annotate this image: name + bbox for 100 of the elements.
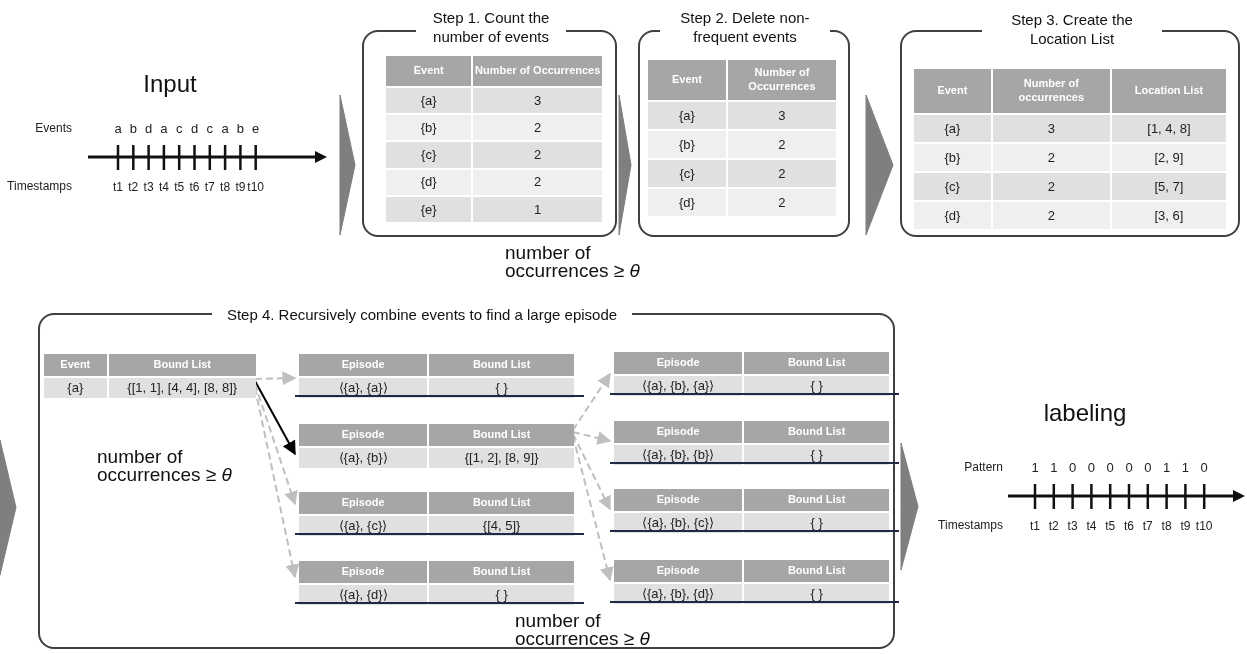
timeline-label: 0 xyxy=(1086,459,1096,477)
timeline-label: t5 xyxy=(173,179,186,196)
table-cell: ⟨{a}, {b}, {a}⟩ xyxy=(614,376,743,396)
header-cell: Bound List xyxy=(744,421,889,443)
arrow xyxy=(254,380,296,456)
header-cell: Location List xyxy=(1111,69,1226,113)
timeline-label: t1 xyxy=(112,179,124,196)
table-cell: {[4, 5]} xyxy=(429,516,574,536)
table-cell: { } xyxy=(744,376,889,396)
timeline-label: t4 xyxy=(1085,518,1098,535)
timeline-label: t7 xyxy=(1141,518,1154,535)
timeline-label: d xyxy=(143,120,154,138)
timeline-label: t10 xyxy=(246,179,266,196)
table-cell: 2 xyxy=(473,142,602,168)
table-cell: 1 xyxy=(473,196,602,222)
table-cell: 3 xyxy=(992,115,1110,142)
header-cell: Bound List xyxy=(429,492,574,514)
chevron-arrow xyxy=(865,94,894,236)
table-cell: 2 xyxy=(992,144,1110,171)
timeline-label: t6 xyxy=(188,179,201,196)
table-cell: ⟨{a}, {b}, {d}⟩ xyxy=(614,584,743,604)
table-cell: {b} xyxy=(648,131,726,158)
table-cell: 3 xyxy=(473,88,602,114)
timeline-label: 0 xyxy=(1124,459,1134,477)
timeline-label: c xyxy=(205,120,215,138)
header-cell: Number of Occurrences xyxy=(473,56,602,86)
table-cell: [2, 9] xyxy=(1111,144,1226,171)
table-cell: {c} xyxy=(914,173,991,200)
timeline-label: t3 xyxy=(142,179,155,196)
table-cell: 2 xyxy=(992,173,1110,200)
table-cell: [5, 7] xyxy=(1111,173,1226,200)
table-cell: ⟨{a}, {d}⟩ xyxy=(299,585,428,605)
threshold-note: number of occurrences ≥ θ xyxy=(97,448,233,484)
table-cell: ⟨{a}, {b}, {b}⟩ xyxy=(614,445,743,465)
timeline-label: 1 xyxy=(1161,459,1172,477)
table-cell: {c} xyxy=(386,142,472,168)
chevron-arrow xyxy=(0,439,17,576)
timeline-label: a xyxy=(159,120,169,138)
table-cell: 2 xyxy=(727,160,836,187)
threshold-note: number of occurrences ≥ θ xyxy=(515,612,651,648)
table-cell: {[1, 2], [8, 9]} xyxy=(429,448,574,468)
header-cell: Event xyxy=(386,56,472,86)
table-cell: ⟨{a}, {b}⟩ xyxy=(299,448,428,468)
table-cell: { } xyxy=(744,445,889,465)
table-cell: {d} xyxy=(648,189,726,216)
header-cell: Bound List xyxy=(429,354,574,376)
table-cell: 2 xyxy=(473,115,602,141)
section-heading: labeling xyxy=(1043,398,1127,428)
header-cell: Bound List xyxy=(429,424,574,446)
timeline-label: b xyxy=(235,120,245,138)
header-cell: Bound List xyxy=(744,560,889,582)
table-cell: {c} xyxy=(648,160,726,187)
table-cell: {d} xyxy=(914,202,991,229)
header-cell: Number of occurrences xyxy=(992,69,1110,113)
table-cell: ⟨{a}, {c}⟩ xyxy=(299,516,428,536)
table-cell: {b} xyxy=(386,115,472,141)
arrow xyxy=(572,431,612,445)
table-cell: 3 xyxy=(727,102,836,129)
timeline-label: b xyxy=(128,120,138,138)
header-cell: Episode xyxy=(614,560,743,582)
timeline-label: t4 xyxy=(157,179,170,196)
timeline-label: 0 xyxy=(1199,459,1209,477)
timeline-label: t2 xyxy=(1047,518,1060,535)
timeline-label: 0 xyxy=(1067,459,1078,477)
timeline-label: 1 xyxy=(1049,459,1059,477)
chevron-arrow xyxy=(618,94,632,236)
timeline-label: t5 xyxy=(1104,518,1117,535)
timeline-label: d xyxy=(189,120,200,138)
timeline-label: t7 xyxy=(203,179,216,196)
timeline-label: e xyxy=(251,120,261,138)
timeline-label: t1 xyxy=(1029,518,1041,535)
timeline-label: t2 xyxy=(127,179,140,196)
header-cell: Episode xyxy=(299,492,428,514)
table-cell: 2 xyxy=(727,189,836,216)
table-cell: [3, 6] xyxy=(1111,202,1226,229)
table-cell: {a} xyxy=(648,102,726,129)
timeline-label: c xyxy=(174,120,184,138)
header-cell: Event xyxy=(44,354,107,376)
table-cell: 2 xyxy=(727,131,836,158)
table-cell: {e} xyxy=(386,196,472,222)
timeline-label: 1 xyxy=(1030,459,1040,477)
table-cell: {a} xyxy=(386,88,472,114)
table-cell: {d} xyxy=(386,169,472,195)
table-cell: ⟨{a}, {a}⟩ xyxy=(299,378,428,398)
table-cell: {[1, 1], [4, 4], [8, 8]} xyxy=(108,378,256,398)
chevron-arrow xyxy=(339,94,356,236)
table-cell: { } xyxy=(429,378,574,398)
timeline-label: 0 xyxy=(1105,459,1115,477)
header-cell: Episode xyxy=(614,352,743,374)
table-cell: {b} xyxy=(914,144,991,171)
row-label: Timestamps xyxy=(937,517,1003,534)
timeline-label: 1 xyxy=(1180,459,1190,477)
header-cell: Episode xyxy=(299,354,428,376)
header-cell: Number of Occurrences xyxy=(727,60,836,100)
header-cell: Bound List xyxy=(108,354,256,376)
header-cell: Event xyxy=(648,60,726,100)
arrow xyxy=(572,372,611,431)
table-cell: {a} xyxy=(914,115,991,142)
arrow xyxy=(254,371,297,386)
timeline-label: t8 xyxy=(219,179,232,196)
